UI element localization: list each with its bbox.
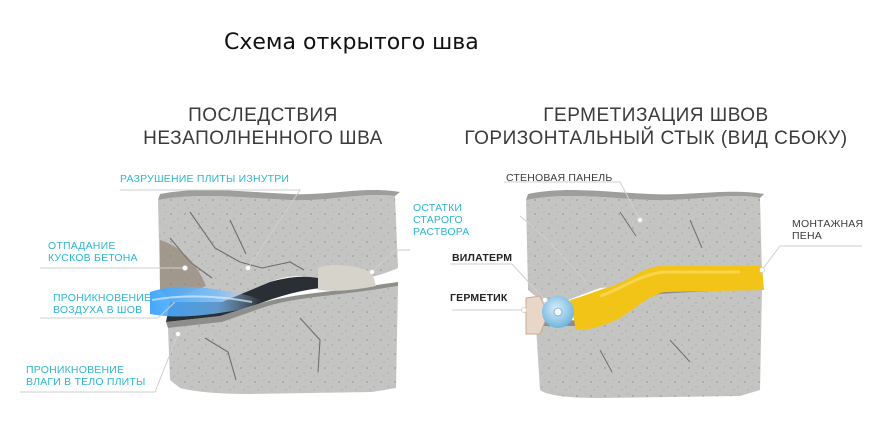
label-old-mortar-3: РАСТВОРА [413, 226, 470, 238]
label-destruction: РАЗРУШЕНИЕ ПЛИТЫ ИЗНУТРИ [120, 173, 289, 185]
right-diagram [450, 181, 862, 398]
label-sealant: ГЕРМЕТИК [450, 292, 508, 304]
label-falling-1: ОТПАДАНИЕ [48, 240, 116, 252]
label-sealant-text: ГЕРМЕТИК [450, 292, 508, 304]
label-air-1: ПРОНИКНОВЕНИЕ [53, 292, 152, 304]
sealant [525, 295, 549, 335]
label-moisture: ПРОНИКНОВЕНИЕ ВЛАГИ В ТЕЛО ПЛИТЫ [26, 364, 146, 388]
right-upper-slab-top [526, 189, 764, 201]
left-heading-line-2: НЕЗАПОЛНЕННОГО ШВА [143, 128, 383, 149]
left-leaders [20, 189, 410, 393]
air-flow [150, 286, 262, 317]
label-air: ПРОНИКНОВЕНИЕ ВОЗДУХА В ШОВ [53, 292, 151, 316]
right-heading-line-1: ГЕРМЕТИЗАЦИЯ ШВОВ [543, 105, 769, 126]
left-upper-slab-top [158, 189, 400, 201]
right-leader-dots [521, 217, 765, 313]
page-title: Схема открытого шва [224, 30, 479, 55]
label-destruction-text: РАЗРУШЕНИЕ ПЛИТЫ ИЗНУТРИ [120, 173, 290, 185]
label-moisture-1: ПРОНИКНОВЕНИЕ [26, 364, 125, 376]
left-old-mortar [318, 265, 376, 291]
left-heading-line-1: ПОСЛЕДСТВИЯ [188, 105, 338, 126]
left-lower-slab [168, 286, 398, 394]
left-diagram [20, 189, 410, 394]
label-vilaterm-text: ВИЛАТЕРМ [452, 252, 513, 264]
right-heading-line-2: ГОРИЗОНТАЛЬНЫЙ СТЫК (ВИД СБОКУ) [464, 128, 848, 149]
right-leaders [450, 181, 862, 311]
label-falling: ОТПАДАНИЕ КУСКОВ БЕТОНА [48, 240, 138, 264]
label-falling-2: КУСКОВ БЕТОНА [48, 252, 138, 264]
label-foam: МОНТАЖНАЯ ПЕНА [792, 218, 863, 242]
label-air-2: ВОЗДУХА В ШОВ [53, 304, 143, 316]
mounting-foam-highlight [599, 270, 740, 298]
vilaterm-core [553, 307, 563, 317]
label-moisture-2: ВЛАГИ В ТЕЛО ПЛИТЫ [26, 376, 146, 388]
label-old-mortar-2: СТАРОГО [413, 214, 463, 226]
label-foam-1: МОНТАЖНАЯ [792, 218, 864, 230]
right-cracks [599, 211, 703, 373]
right-lower-slab [536, 288, 762, 398]
label-old-mortar-1: ОСТАТКИ [413, 202, 463, 214]
label-wall-panel-text: СТЕНОВАЯ ПАНЕЛЬ [506, 172, 613, 184]
label-foam-2: ПЕНА [792, 230, 822, 242]
left-lower-slab-top [166, 282, 398, 328]
right-heading: ГЕРМЕТИЗАЦИЯ ШВОВ ГОРИЗОНТАЛЬНЫЙ СТЫК (В… [456, 104, 856, 150]
label-vilaterm: ВИЛАТЕРМ [452, 252, 512, 264]
label-wall-panel: СТЕНОВАЯ ПАНЕЛЬ [506, 172, 612, 184]
left-heading: ПОСЛЕДСТВИЯ НЕЗАПОЛНЕННОГО ШВА [118, 104, 408, 150]
mounting-foam [570, 266, 764, 330]
label-old-mortar: ОСТАТКИ СТАРОГО РАСТВОРА [413, 202, 469, 238]
left-leader-dots [175, 265, 375, 337]
air-flow-streak [151, 295, 253, 303]
